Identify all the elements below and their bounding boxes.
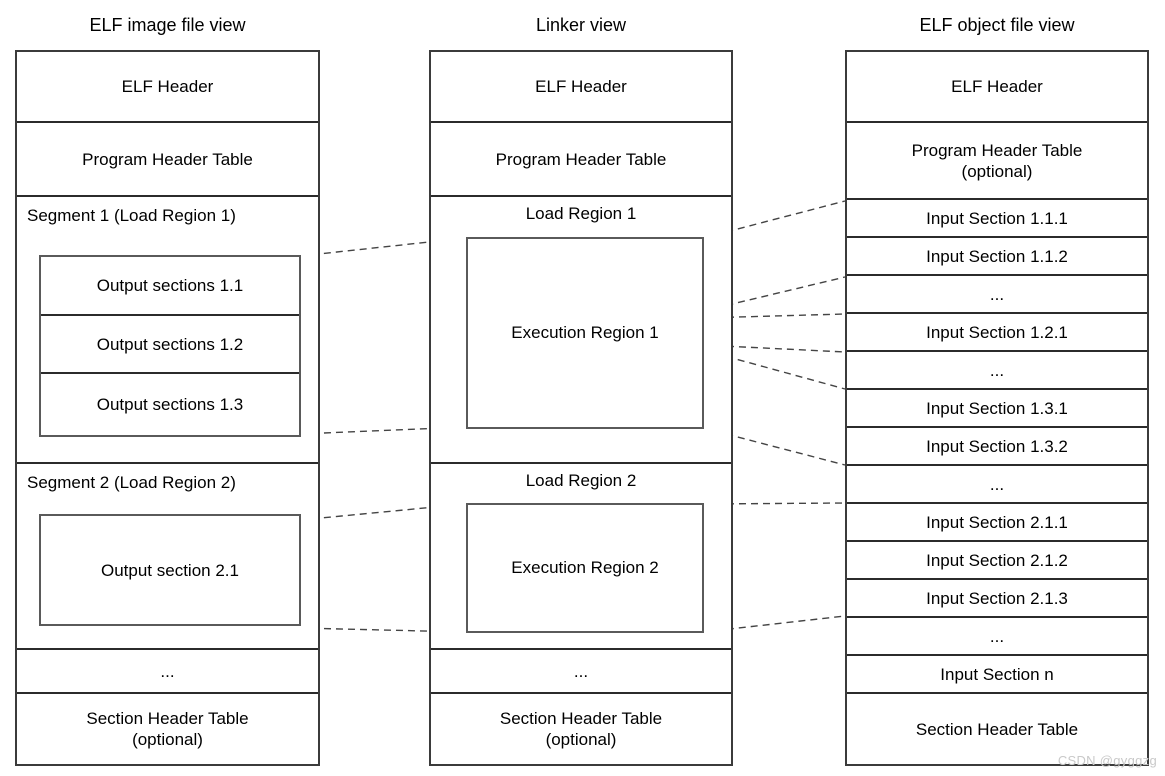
object-row-ellipsis-2-label: ... xyxy=(989,360,1005,380)
linker-row-ellipsis[interactable]: ... xyxy=(431,650,731,694)
image-row-segment-1-label: Segment 1 (Load Region 1) xyxy=(27,206,236,225)
linker-row-elf-header-label: ELF Header xyxy=(535,77,627,96)
object-row-section-header-table-label: Section Header Table xyxy=(915,719,1079,739)
linker-row-elf-header[interactable]: ELF Header xyxy=(431,52,731,123)
object-row-input-section-1-1-1-label: Input Section 1.1.1 xyxy=(926,208,1068,228)
object-row-program-header-table-label: Program Header Table xyxy=(911,140,1083,160)
execution-region-1-label: Execution Region 1 xyxy=(511,323,659,342)
linker-row-ellipsis-label: ... xyxy=(573,661,589,681)
output-sections-group-2: Output section 2.1 xyxy=(39,514,301,626)
object-row-input-section-1-1-2-label: Input Section 1.1.2 xyxy=(926,246,1068,266)
output-section-2-1-label: Output section 2.1 xyxy=(101,560,239,580)
image-row-segment-1[interactable]: Segment 1 (Load Region 1) xyxy=(17,197,318,464)
object-row-input-section-2-1-1[interactable]: Input Section 2.1.1 xyxy=(847,504,1147,542)
csdn-watermark: CSDN @gyggzg xyxy=(1057,753,1157,768)
execution-region-2-label: Execution Region 2 xyxy=(511,558,659,577)
execution-region-1[interactable]: Execution Region 1 xyxy=(466,237,704,429)
linker-row-load-region-2-label: Load Region 2 xyxy=(525,471,637,490)
object-row-input-section-1-3-2-label: Input Section 1.3.2 xyxy=(926,436,1068,456)
output-section-1-2[interactable]: Output sections 1.2 xyxy=(41,316,299,374)
image-row-segment-2[interactable]: Segment 2 (Load Region 2) xyxy=(17,464,318,650)
object-row-input-section-2-1-3-label: Input Section 2.1.3 xyxy=(926,588,1068,608)
object-row-ellipsis-3-label: ... xyxy=(989,474,1005,494)
column-title-image-view: ELF image file view xyxy=(89,15,246,35)
output-section-2-1[interactable]: Output section 2.1 xyxy=(41,516,299,624)
object-row-input-section-1-3-2[interactable]: Input Section 1.3.2 xyxy=(847,428,1147,466)
object-row-section-header-table[interactable]: Section Header Table xyxy=(847,694,1147,764)
object-row-ellipsis-4-label: ... xyxy=(989,626,1005,646)
image-row-program-header-table-label: Program Header Table xyxy=(82,149,253,169)
image-row-section-header-table-label: Section Header Table xyxy=(86,709,249,728)
output-section-1-1-label: Output sections 1.1 xyxy=(96,276,244,295)
output-sections-group-1: Output sections 1.1 Output sections 1.2 … xyxy=(39,255,301,437)
object-row-ellipsis-1[interactable]: ... xyxy=(847,276,1147,314)
object-row-program-header-table-text: Program Header Table (optional) xyxy=(912,140,1083,182)
object-row-input-section-1-2-1[interactable]: Input Section 1.2.1 xyxy=(847,314,1147,352)
object-row-input-section-1-3-1-label: Input Section 1.3.1 xyxy=(926,398,1068,418)
object-row-input-section-1-1-1[interactable]: Input Section 1.1.1 xyxy=(847,200,1147,238)
object-row-ellipsis-1-label: ... xyxy=(989,284,1005,304)
image-row-elf-header-label: ELF Header xyxy=(121,77,214,96)
object-row-input-section-2-1-2[interactable]: Input Section 2.1.2 xyxy=(847,542,1147,580)
linker-row-section-header-table-text: Section Header Table (optional) xyxy=(500,708,662,750)
object-row-ellipsis-3[interactable]: ... xyxy=(847,466,1147,504)
column-title-linker-view: Linker view xyxy=(535,15,627,35)
linker-row-program-header-table-label: Program Header Table xyxy=(495,149,667,169)
linker-row-load-region-1-label: Load Region 1 xyxy=(525,204,637,223)
column-title-object-view: ELF object file view xyxy=(919,15,1075,35)
object-row-elf-header[interactable]: ELF Header xyxy=(847,52,1147,123)
output-section-1-3[interactable]: Output sections 1.3 xyxy=(41,374,299,435)
object-row-program-header-table[interactable]: Program Header Table (optional) xyxy=(847,123,1147,200)
linker-row-section-header-table[interactable]: Section Header Table (optional) xyxy=(431,694,731,764)
linker-row-load-region-1[interactable]: Load Region 1 xyxy=(431,197,731,464)
output-section-1-3-label: Output sections 1.3 xyxy=(96,395,244,414)
linker-row-load-region-2[interactable]: Load Region 2 xyxy=(431,464,731,650)
linker-view-frame: ELF Header Program Header Table Load Reg… xyxy=(429,50,733,766)
output-section-1-1[interactable]: Output sections 1.1 xyxy=(41,257,299,316)
object-row-input-section-n-label: Input Section n xyxy=(940,664,1054,684)
object-row-program-header-table-sub: (optional) xyxy=(961,161,1033,181)
image-row-program-header-table[interactable]: Program Header Table xyxy=(17,123,318,197)
object-row-input-section-2-1-1-label: Input Section 2.1.1 xyxy=(926,512,1068,532)
image-row-segment-2-label: Segment 2 (Load Region 2) xyxy=(27,473,236,492)
image-row-section-header-table-text: Section Header Table (optional) xyxy=(86,708,248,750)
object-row-ellipsis-4[interactable]: ... xyxy=(847,618,1147,656)
image-row-section-header-table-sub: (optional) xyxy=(132,730,203,749)
object-row-input-section-1-1-2[interactable]: Input Section 1.1.2 xyxy=(847,238,1147,276)
object-row-input-section-1-3-1[interactable]: Input Section 1.3.1 xyxy=(847,390,1147,428)
object-row-ellipsis-2[interactable]: ... xyxy=(847,352,1147,390)
image-row-elf-header[interactable]: ELF Header xyxy=(17,52,318,123)
linker-row-section-header-table-label: Section Header Table xyxy=(499,709,663,728)
image-row-ellipsis-label: ... xyxy=(160,661,175,681)
linker-row-section-header-table-sub: (optional) xyxy=(545,730,617,749)
object-row-input-section-2-1-3[interactable]: Input Section 2.1.3 xyxy=(847,580,1147,618)
execution-region-2[interactable]: Execution Region 2 xyxy=(466,503,704,633)
output-section-1-2-label: Output sections 1.2 xyxy=(96,334,244,354)
object-row-input-section-2-1-2-label: Input Section 2.1.2 xyxy=(926,550,1068,570)
image-row-ellipsis[interactable]: ... xyxy=(17,650,318,694)
object-file-view-frame: ELF Header Program Header Table (optiona… xyxy=(845,50,1149,766)
object-row-input-section-n[interactable]: Input Section n xyxy=(847,656,1147,694)
image-row-section-header-table[interactable]: Section Header Table (optional) xyxy=(17,694,318,764)
object-row-input-section-1-2-1-label: Input Section 1.2.1 xyxy=(926,322,1068,342)
image-file-view-frame: ELF Header Program Header Table Segment … xyxy=(15,50,320,766)
linker-row-program-header-table[interactable]: Program Header Table xyxy=(431,123,731,197)
object-row-elf-header-label: ELF Header xyxy=(951,77,1043,96)
